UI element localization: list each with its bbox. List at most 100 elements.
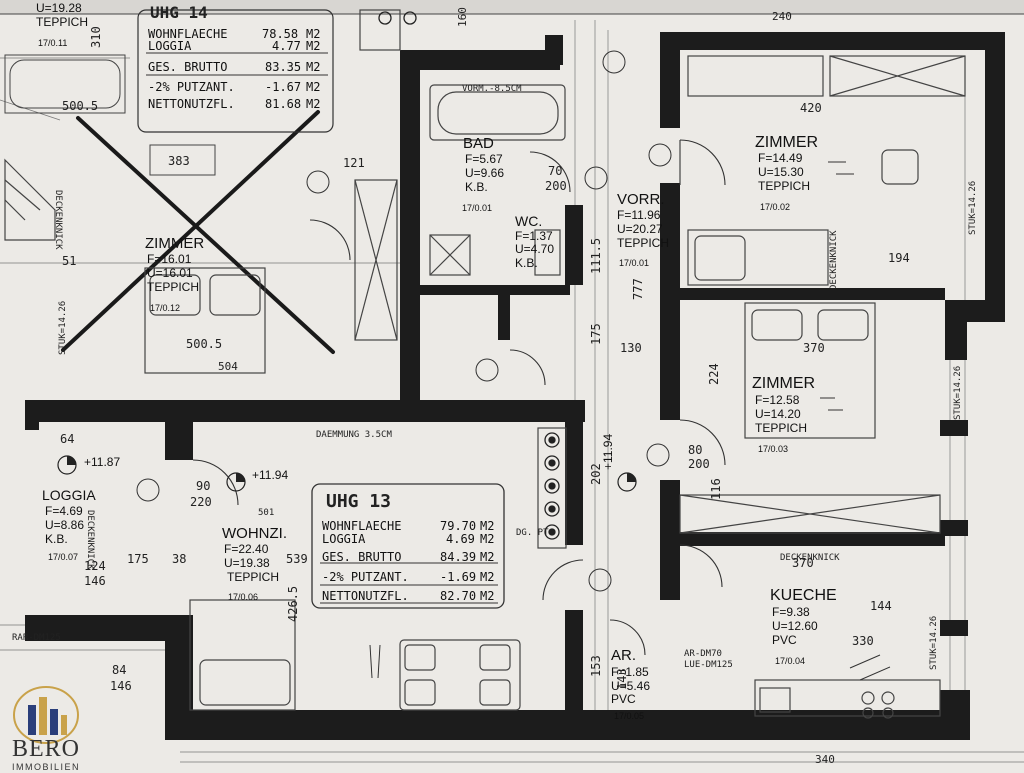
svg-text:38: 38 [172, 552, 186, 566]
svg-text:17/0.04: 17/0.04 [775, 656, 805, 666]
rar-label: RAR-DM125 [12, 633, 61, 643]
deckenknick-label-2: DECKENKNICK [85, 510, 95, 570]
svg-text:M2: M2 [306, 97, 320, 111]
bero-logo-icon [13, 686, 79, 744]
svg-text:U=12.60: U=12.60 [772, 619, 818, 633]
svg-text:K.B.: K.B. [465, 180, 488, 194]
svg-text:WOHNFLAECHE: WOHNFLAECHE [148, 27, 227, 41]
svg-text:K.B.: K.B. [45, 532, 68, 546]
svg-text:79.70: 79.70 [440, 519, 476, 533]
svg-text:500.5: 500.5 [186, 337, 222, 351]
svg-text:146: 146 [110, 679, 132, 693]
room-loggia-name: LOGGIA [42, 487, 96, 503]
svg-text:F=16.01: F=16.01 [147, 252, 192, 266]
svg-text:4.77: 4.77 [272, 39, 301, 53]
svg-text:F=1.37: F=1.37 [515, 229, 553, 243]
room-vorr-name: VORR. [617, 191, 665, 208]
svg-text:U=16.01: U=16.01 [147, 266, 193, 280]
svg-text:224: 224 [707, 363, 721, 385]
stuk-label-4: STUK=14.26 [58, 301, 68, 355]
room-bad-name: BAD [463, 135, 494, 152]
svg-text:220: 220 [190, 495, 212, 509]
svg-text:17/0.02: 17/0.02 [760, 202, 790, 212]
svg-text:LOGGIA: LOGGIA [148, 39, 192, 53]
svg-text:M2: M2 [480, 519, 494, 533]
svg-text:TEPPICH: TEPPICH [227, 570, 279, 584]
svg-text:504: 504 [218, 360, 238, 373]
svg-text:175: 175 [127, 552, 149, 566]
brand-tagline: IMMOBILIEN [11, 762, 80, 772]
svg-text:17/0.01: 17/0.01 [462, 203, 492, 213]
svg-text:F=1.85: F=1.85 [611, 665, 649, 679]
svg-text:LOGGIA: LOGGIA [322, 532, 366, 546]
svg-text:TEPPICH: TEPPICH [755, 421, 807, 435]
svg-text:17/0.06: 17/0.06 [228, 592, 258, 602]
walls [25, 32, 1005, 740]
svg-text:GES. BRUTTO: GES. BRUTTO [322, 550, 401, 564]
svg-text:200: 200 [545, 179, 567, 193]
svg-text:78.58: 78.58 [262, 27, 298, 41]
svg-text:PVC: PVC [611, 692, 636, 706]
svg-text:111.5: 111.5 [589, 238, 603, 274]
svg-text:500.5: 500.5 [62, 99, 98, 113]
lue-dm-label: LUE-DM125 [684, 660, 733, 670]
svg-text:M2: M2 [480, 570, 494, 584]
svg-text:310: 310 [89, 26, 103, 48]
svg-text:U=15.30: U=15.30 [758, 165, 804, 179]
dg-pt-label: DG. PT [516, 528, 549, 538]
crossed-room-mark [61, 110, 335, 354]
svg-text:80: 80 [688, 443, 702, 457]
svg-text:501: 501 [258, 508, 274, 518]
svg-text:TEPPICH: TEPPICH [617, 236, 669, 250]
svg-text:17/0.11: 17/0.11 [38, 38, 67, 48]
svg-text:153: 153 [589, 655, 603, 677]
svg-text:F=14.49: F=14.49 [758, 151, 803, 165]
deckenknick-label-1: DECKENKNICK [53, 190, 63, 250]
svg-text:51: 51 [62, 254, 76, 268]
svg-text:420: 420 [800, 101, 822, 115]
svg-text:202: 202 [589, 463, 603, 485]
deckenknick-label-3: DECKENKNICK [829, 230, 839, 290]
svg-text:U=5.46: U=5.46 [611, 679, 650, 693]
svg-text:U=14.20: U=14.20 [755, 407, 801, 421]
svg-text:U=8.86: U=8.86 [45, 518, 84, 532]
svg-text:M2: M2 [306, 80, 320, 94]
top-left-room-u: U=19.28 [36, 1, 82, 15]
svg-text:82.70: 82.70 [440, 589, 476, 603]
svg-text:F=4.69: F=4.69 [45, 504, 83, 518]
svg-text:F=11.96: F=11.96 [617, 208, 661, 222]
unit-13-title: UHG 13 [326, 491, 391, 512]
svg-text:17/0.03: 17/0.03 [758, 444, 788, 454]
svg-text:M2: M2 [480, 532, 494, 546]
svg-text:NETTONUTZFL.: NETTONUTZFL. [322, 589, 409, 603]
level-markers [57, 455, 637, 492]
deckenknick-label-4: DECKENKNICK [780, 553, 840, 563]
room-wc-name: WC. [515, 213, 542, 229]
room-ar-name: AR. [611, 647, 636, 664]
svg-text:WOHNFLAECHE: WOHNFLAECHE [322, 519, 401, 533]
svg-text:-1.67: -1.67 [265, 80, 301, 94]
svg-text:17/0.05: 17/0.05 [614, 711, 644, 721]
svg-text:M2: M2 [306, 60, 320, 74]
svg-text:124: 124 [84, 559, 106, 573]
svg-text:U=20.27: U=20.27 [617, 222, 663, 236]
svg-text:194: 194 [888, 251, 910, 265]
room-zimmer1-name: ZIMMER [755, 134, 818, 151]
svg-text:121: 121 [343, 156, 365, 170]
daemmung-label: DAEMMUNG 3.5CM [316, 430, 392, 440]
vorm-label: VORM.-8.5CM [462, 84, 522, 94]
svg-text:-2% PUTZANT.: -2% PUTZANT. [322, 570, 409, 584]
stuk-label-3: STUK=14.26 [929, 616, 939, 670]
svg-text:M2: M2 [480, 589, 494, 603]
svg-text:K.B.: K.B. [515, 256, 538, 270]
svg-text:777: 777 [631, 278, 645, 300]
level-vorr: +11.94 [601, 434, 615, 470]
svg-text:146: 146 [84, 574, 106, 588]
svg-text:TEPPICH: TEPPICH [36, 15, 88, 29]
svg-text:GES. BRUTTO: GES. BRUTTO [148, 60, 227, 74]
svg-text:240: 240 [772, 10, 792, 23]
svg-text:84: 84 [112, 663, 126, 677]
room-wohnzi-name: WOHNZI. [222, 525, 287, 542]
level-loggia: +11.87 [84, 455, 120, 469]
